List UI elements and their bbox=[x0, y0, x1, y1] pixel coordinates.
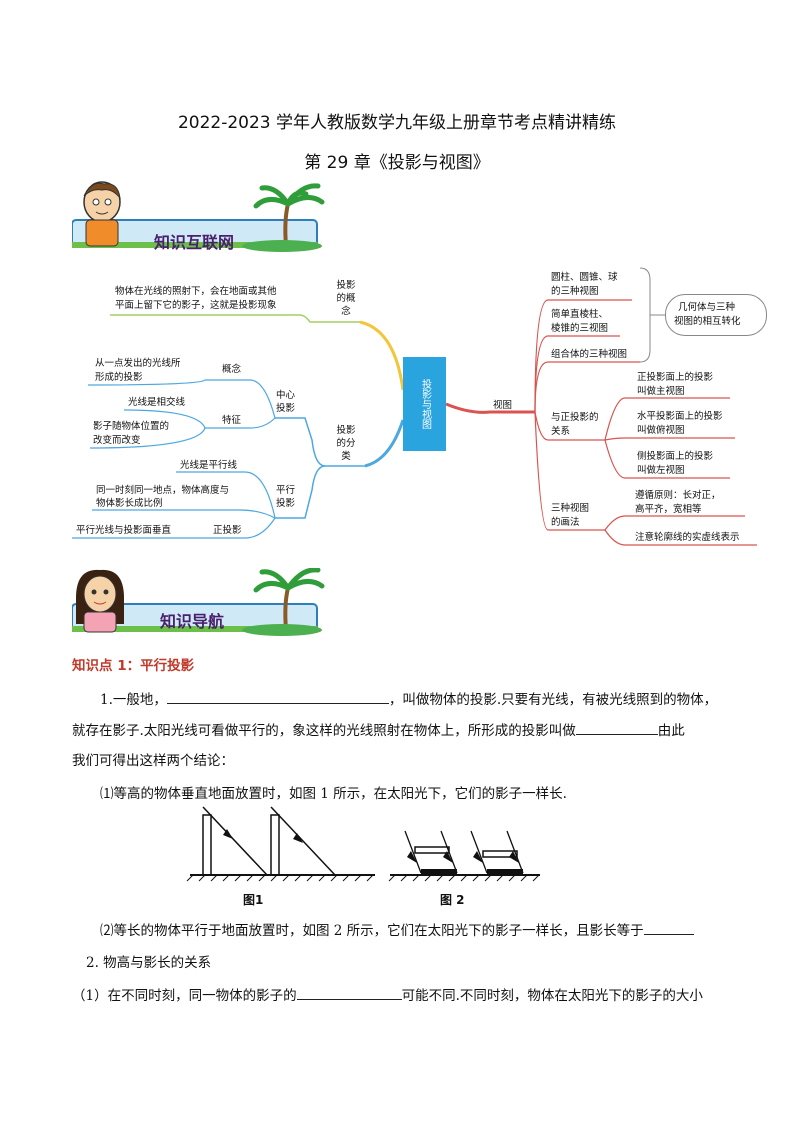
palm-tree-icon bbox=[242, 183, 325, 252]
paragraph-1: 1.一般地， ，叫做物体的投影.只要有光线，有被光线照到的物体， bbox=[100, 688, 717, 708]
mm-feature-text-2a: 影子随物体位置的 bbox=[93, 421, 170, 432]
mm-front-2: 叫做主视图 bbox=[637, 386, 685, 397]
figure-2-label: 图 2 bbox=[440, 893, 465, 907]
palm-tree-icon bbox=[242, 567, 325, 636]
mm-feature-text-1: 光线是相交线 bbox=[128, 397, 186, 408]
mm-note: 注意轮廓线的实虚线表示 bbox=[635, 532, 740, 543]
page-subtitle: 第 29 章《投影与视图》 bbox=[304, 153, 490, 173]
p7-end: 可能不同.不同时刻，物体在太阳光下的影子的大小 bbox=[401, 988, 703, 1004]
mm-prism-2: 棱锥的三视图 bbox=[551, 323, 609, 334]
mm-relation-1: 与正投影的 bbox=[551, 412, 599, 423]
figure-1-label: 图1 bbox=[243, 893, 264, 907]
p2-start: 就存在影子.太阳光线可看做平行的，象这样的光线照射在物体上，所形成的投影叫做 bbox=[72, 723, 576, 739]
mm-parallel-text-3: 平行光线与投影面垂直 bbox=[76, 525, 172, 536]
mm-drawing-2: 的画法 bbox=[551, 517, 580, 528]
mm-central-feature: 特征 bbox=[222, 415, 242, 426]
mm-parallel-label: 平行投影 bbox=[276, 485, 296, 509]
mm-principle-2: 高平齐，宽相等 bbox=[635, 504, 702, 515]
mm-concept-text-2: 平面上留下它的影子，这就是投影现象 bbox=[115, 300, 277, 311]
mm-central-concept: 概念 bbox=[222, 364, 242, 375]
p7-start: （1）在不同时刻，同一物体的影子的 bbox=[72, 988, 297, 1004]
figure-1 bbox=[186, 806, 375, 882]
paragraph-2: 就存在影子.太阳光线可看做平行的，象这样的光线照射在物体上，所形成的投影叫做 由此 bbox=[72, 719, 685, 739]
mm-top-1: 水平投影面上的投影 bbox=[637, 411, 723, 422]
banner-background bbox=[71, 181, 325, 252]
mm-principle-1: 遵循原则：长对正， bbox=[635, 490, 721, 501]
mm-combo: 组合体的三种视图 bbox=[551, 349, 628, 360]
mm-orthographic: 正投影 bbox=[213, 525, 242, 536]
mm-concept-text-1: 物体在光线的照射下，会在地面或其他 bbox=[115, 286, 277, 297]
mm-classification: 投影的分类 bbox=[336, 425, 356, 462]
mm-feature-text-2b: 改变而改变 bbox=[93, 435, 141, 446]
cartoon-girl-icon bbox=[76, 569, 124, 633]
banner-title: 知识互联网 bbox=[154, 233, 235, 252]
blank-3[interactable] bbox=[643, 920, 694, 935]
mm-prism-1: 简单直棱柱、 bbox=[551, 309, 609, 320]
banner2-title: 知识导航 bbox=[160, 612, 225, 631]
knowledge-point-heading: 知识点 1：平行投影 bbox=[72, 658, 195, 674]
mm-bubble: 几何体与三种 视图的相互转化 bbox=[665, 294, 767, 336]
mm-side-1: 侧投影面上的投影 bbox=[637, 451, 714, 462]
mm-views: 视图 bbox=[493, 400, 513, 411]
paragraph-3: 我们可得出这样两个结论： bbox=[72, 753, 234, 769]
banner2-background bbox=[71, 567, 325, 636]
blank-1[interactable] bbox=[166, 689, 389, 704]
figure-shadows bbox=[186, 806, 540, 882]
paragraph-4: ⑴等高的物体垂直地面放置时，如图 1 所示，在太阳光下，它们的影子一样长. bbox=[100, 786, 567, 802]
mm-relation-2: 关系 bbox=[551, 426, 571, 437]
mm-parallel-text-2b: 物体影长成比例 bbox=[96, 498, 163, 509]
p1-end: ，叫做物体的投影.只要有光线，有被光线照到的物体， bbox=[388, 692, 718, 708]
blank-2[interactable] bbox=[575, 720, 658, 735]
paragraph-5: ⑵等长的物体平行于地面放置时，如图 2 所示，它们在太阳光下的影子一样长，且影长… bbox=[100, 919, 694, 939]
banner-knowledge-nav: 知识导航 bbox=[71, 567, 332, 638]
mm-bubble-2: 视图的相互转化 bbox=[674, 316, 741, 327]
p5-text: ⑵等长的物体平行于地面放置时，如图 2 所示，它们在太阳光下的影子一样长，且影长… bbox=[100, 923, 644, 939]
paragraph-7: （1）在不同时刻，同一物体的影子的 可能不同.不同时刻，物体在太阳光下的影子的大小 bbox=[72, 984, 703, 1004]
mm-parallel-text-2a: 同一时刻同一地点，物体高度与 bbox=[96, 485, 230, 496]
blank-4[interactable] bbox=[296, 985, 402, 1000]
p1-start: 1.一般地， bbox=[100, 692, 167, 708]
mm-bubble-1: 几何体与三种 bbox=[678, 302, 736, 313]
mm-front-1: 正投影面上的投影 bbox=[637, 372, 714, 383]
page-title: 2022-2023 学年人教版数学九年级上册章节考点精讲精练 bbox=[177, 113, 617, 133]
cartoon-boy-icon bbox=[83, 181, 121, 247]
p2-end: 由此 bbox=[657, 723, 685, 739]
figure-2 bbox=[388, 830, 540, 882]
paragraph-6: 2. 物高与影长的关系 bbox=[86, 955, 212, 971]
mm-central-concept-text-2: 形成的投影 bbox=[95, 372, 143, 383]
mm-solids-2: 的三种视图 bbox=[551, 286, 599, 297]
mm-side-2: 叫做左视图 bbox=[637, 465, 685, 476]
banner-knowledge-network: 知识互联网 bbox=[71, 180, 332, 262]
mm-drawing-1: 三种视图 bbox=[551, 503, 590, 514]
mm-top-2: 叫做俯视图 bbox=[637, 425, 685, 436]
mindmap-lines bbox=[72, 267, 757, 546]
mm-central-concept-text-1: 从一点发出的光线所 bbox=[95, 358, 181, 369]
mm-central-label: 中心投影 bbox=[276, 390, 296, 414]
mindmap-center: 投影与视图 bbox=[403, 357, 446, 451]
mm-parallel-text-1: 光线是平行线 bbox=[180, 460, 238, 471]
mm-concept-branch: 投影的概念 bbox=[336, 280, 356, 317]
mm-solids-1: 圆柱、圆锥、球 bbox=[551, 272, 618, 283]
